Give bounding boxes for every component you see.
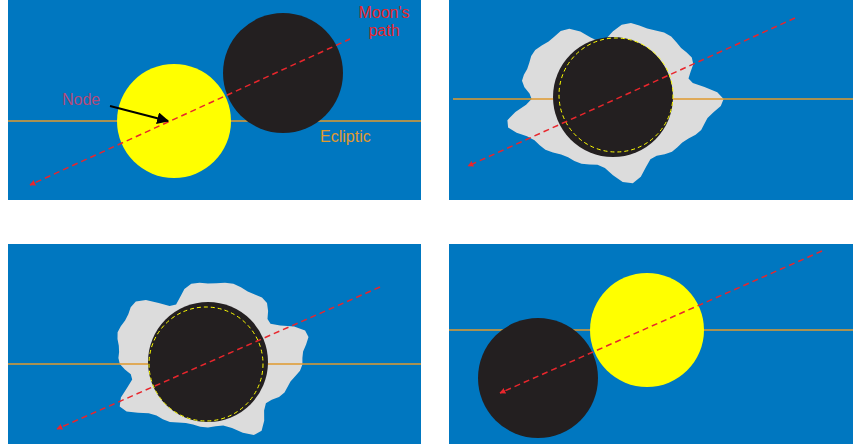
moon-path-label: Moon's path	[350, 4, 418, 40]
moon-path-line	[57, 287, 380, 429]
sun-outline	[559, 38, 673, 152]
panel-background	[449, 0, 853, 200]
moon-disc	[553, 37, 673, 157]
corona	[507, 23, 723, 183]
moon-disc	[223, 13, 343, 133]
sun-disc	[117, 64, 231, 178]
corona	[118, 283, 309, 435]
moon-disc	[478, 318, 598, 438]
ecliptic-label: Ecliptic	[318, 128, 373, 146]
moon-path-line	[468, 18, 795, 166]
moon-path-line	[500, 251, 822, 393]
panel-background	[449, 244, 853, 444]
moon-disc	[148, 302, 268, 422]
node-label: Node	[60, 91, 102, 109]
sun-disc	[590, 273, 704, 387]
panel-background	[8, 0, 421, 200]
moon-path-line	[30, 18, 396, 185]
node-leader	[110, 106, 168, 121]
panel-background	[8, 244, 421, 444]
